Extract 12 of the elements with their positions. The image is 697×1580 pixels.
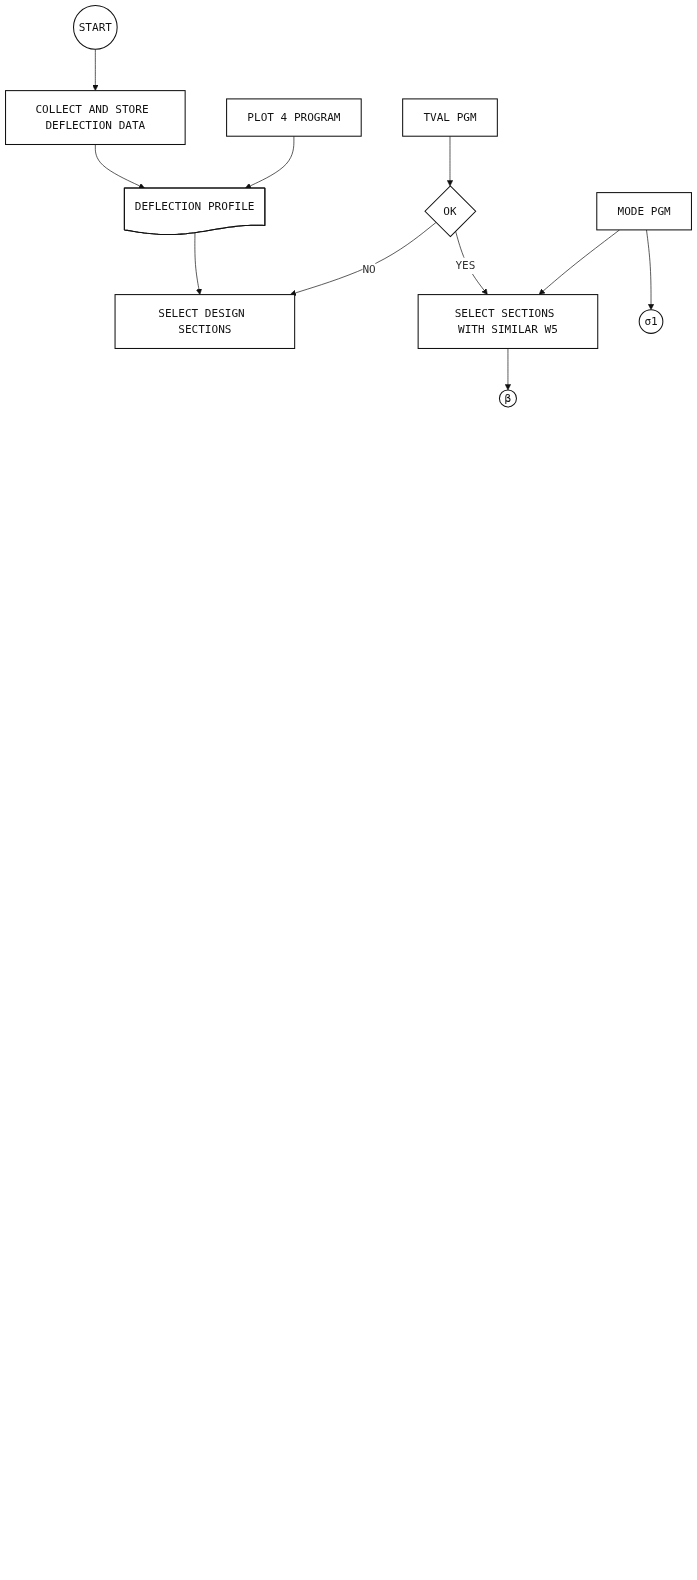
edge-label: NO: [362, 262, 376, 276]
node-circle: START: [73, 5, 118, 50]
node-box: PLOT 4 PROGRAM: [226, 98, 362, 137]
node-box: MODE PGM: [596, 192, 692, 231]
node-diamond: OK: [424, 185, 477, 238]
node-box: SELECT DESIGN SECTIONS: [114, 294, 296, 349]
node-box: SELECT SECTIONS WITH SIMILAR W5: [417, 294, 599, 349]
node-box: TVAL PGM: [402, 98, 498, 137]
edge-label: YES: [455, 258, 476, 273]
node-box: COLLECT AND STORE DEFLECTION DATA: [5, 90, 186, 145]
node-circle: β: [498, 389, 517, 408]
node-circle: σ1: [638, 309, 664, 334]
